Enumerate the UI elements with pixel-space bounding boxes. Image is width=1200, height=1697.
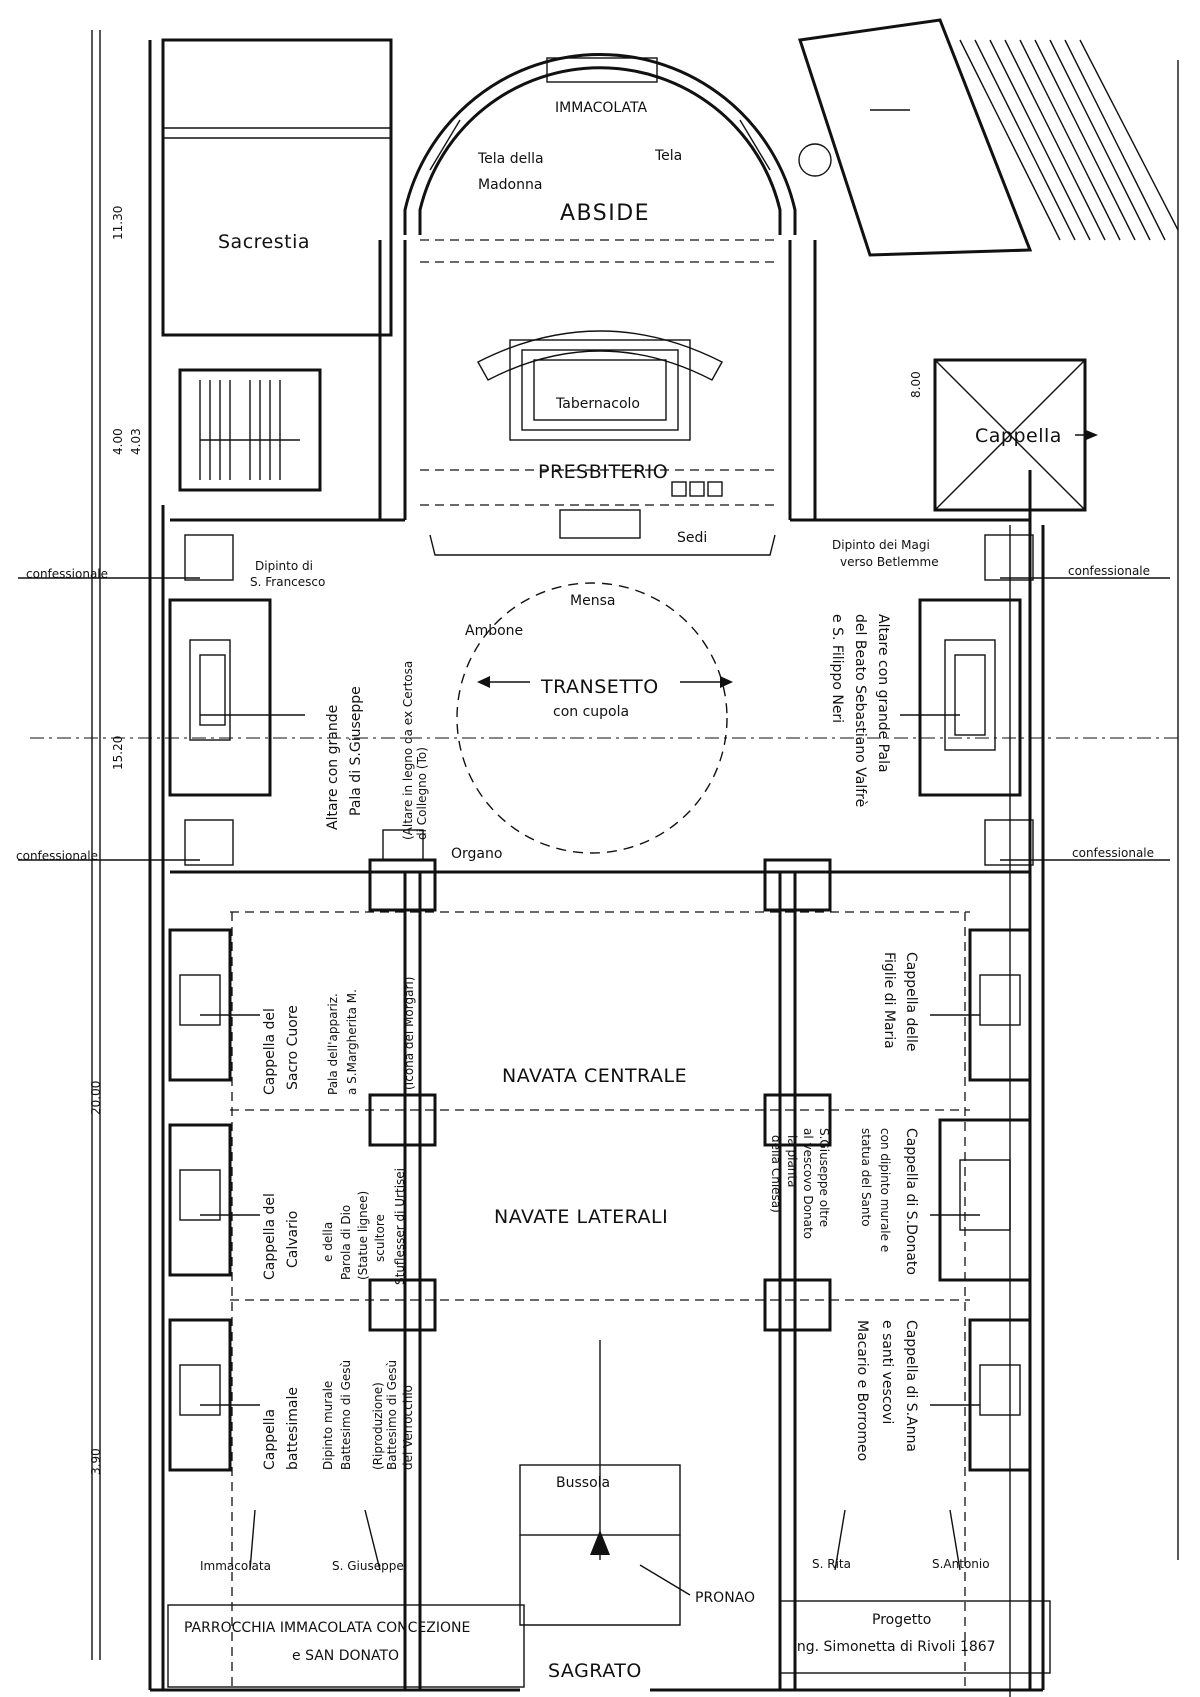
transept-title: TRANSETTO (540, 676, 659, 698)
chapel-right-2-extra-3: la pianta (785, 1135, 799, 1187)
confessional-label-bottom-right: confessionale (1072, 846, 1154, 860)
project-line-1: Progetto (872, 1612, 931, 1628)
chapel-right-2-extra-1: S.Giuseppe oltre (817, 1128, 831, 1227)
chapel-left-2-note-3: (Statue lignee) (356, 1191, 370, 1280)
statue-antonio-bottom: S.Antonio (932, 1557, 990, 1571)
labels: IMMACOLATA Tela della Madonna Tela ABSID… (16, 100, 1154, 1682)
confessional-label-bottom-left: confessionale (16, 849, 98, 863)
chapel-left-3-extra-1: (Riproduzione) (371, 1382, 385, 1470)
statue-rita-bottom: S. Rita (812, 1557, 851, 1571)
confessional-label-top-right: confessionale (1068, 564, 1150, 578)
title-line-1: PARROCCHIA IMMACOLATA CONCEZIONE (184, 1620, 470, 1636)
leader-lines (18, 577, 1170, 1596)
transept-altars (168, 534, 1034, 866)
dimension-11-30: 11.30 (111, 206, 125, 240)
statue-immacolata-bottom: Immacolata (200, 1559, 271, 1573)
chapel-left-2-extra-1: Stuflesser di Urtisei (393, 1168, 407, 1285)
sacristy-room (161, 38, 393, 337)
dimension-20-00: 20.00 (89, 1081, 103, 1115)
porch-label: PRONAO (695, 1590, 755, 1606)
chapel-right-1-name-2: Figlie di Maria (881, 952, 897, 1049)
churchyard-label: SAGRATO (548, 1660, 642, 1682)
title-block: PARROCCHIA IMMACOLATA CONCEZIONE e SAN D… (167, 1604, 525, 1688)
sacristy-label: Sacrestia (218, 231, 310, 253)
project-block: Progetto ing. Simonetta di Rivoli 1867 (779, 1600, 1051, 1674)
chapel-right-2-note-1: con dipinto murale e (878, 1128, 892, 1252)
altar-left-line-1: Altare con grande (325, 705, 341, 830)
chapel-left-3-name-1: Cappella (262, 1409, 278, 1470)
altar-table-label: Mensa (570, 593, 615, 609)
altar-left-line-2: Pala di S.Giuseppe (348, 686, 364, 816)
statue-immacolata-label: IMMACOLATA (555, 100, 647, 116)
chapel-left-2-note-4: scultore (373, 1214, 387, 1262)
painting-magi-line-1: Dipinto dei Magi (832, 538, 930, 552)
chapel-left-3-extra-2: Battesimo di Gesù (385, 1360, 399, 1470)
chapel-left-3-name-2: battesimale (285, 1387, 301, 1470)
dimension-3-90: 3.90 (89, 1448, 103, 1475)
presbytery (378, 240, 817, 556)
chapel-right-3-name-1: Cappella di S.Anna (903, 1320, 919, 1452)
painting-francis-line-1: Dipinto di (255, 559, 313, 573)
apse (403, 52, 797, 506)
chapel-left-3-extra-3: del Verrocchio (401, 1385, 415, 1470)
tabernacle-label: Tabernacolo (555, 396, 640, 412)
organ-label: Organo (451, 846, 502, 862)
right-chapel (933, 358, 1098, 512)
chapel-right-3-note-2: Macario e Borromeo (854, 1320, 870, 1461)
altar-right-line-2: del Beato Sebastiano Valfrè (852, 614, 868, 807)
entrance (519, 1340, 681, 1626)
chapel-right-2-note-2: statua del Santo (859, 1128, 873, 1227)
dimension-8-00: 8.00 (909, 371, 923, 398)
painting-left-line-1: Tela della (477, 151, 544, 167)
title-line-2: e SAN DONATO (292, 1648, 399, 1664)
altar-right-line-1: Altare con grande Pala (875, 614, 891, 773)
ambo-label: Ambone (465, 623, 523, 639)
chapel-left-2-note-1: e della (321, 1222, 335, 1262)
chapel-right-1-name-1: Cappella delle (903, 952, 919, 1051)
chapel-right-label: Cappella (975, 425, 1062, 447)
dimension-4-00: 4.00 (111, 428, 125, 455)
chapel-left-1-extra-1: (Icona del Morgari) (402, 977, 416, 1090)
altar-wood-line-2: di Collegno (To) (415, 747, 429, 840)
chapel-left-2-name-1: Cappella del (262, 1193, 278, 1280)
confessional-label-top-left: confessionale (26, 567, 108, 581)
chapel-left-2-name-2: Calvario (285, 1211, 301, 1268)
chapel-right-2-extra-2: al vescovo Donato (801, 1128, 815, 1239)
chapel-left-1-note-2: a S.Margherita M. (345, 989, 359, 1095)
painting-francis-line-2: S. Francesco (250, 575, 325, 589)
altar-right-line-3: e S. Filippo Neri (829, 614, 845, 723)
painting-magi-line-2: verso Betlemme (840, 555, 939, 569)
chapel-left-3-note-2: Battesimo di Gesù (339, 1360, 353, 1470)
side-chapel-niches (168, 928, 1032, 1472)
project-line-2: ing. Simonetta di Rivoli 1867 (793, 1639, 996, 1655)
presbytery-title: PRESBITERIO (538, 461, 668, 483)
chapel-left-1-note-1: Pala dell'appariz. (326, 993, 340, 1095)
vestibule-label: Bussola (556, 1475, 610, 1491)
painting-right-label: Tela (654, 148, 682, 164)
chapel-right-2-name-1: Cappella di S.Donato (903, 1128, 919, 1275)
transept-dome (30, 582, 1178, 854)
nave-structure (230, 858, 970, 1690)
chapel-right-2-extra-4: della Chiesa) (769, 1135, 783, 1213)
dimension-15-20: 15.20 (111, 736, 125, 770)
apse-title: ABSIDE (560, 201, 650, 226)
central-nave-label: NAVATA CENTRALE (502, 1065, 687, 1087)
adjacent-building (798, 18, 1179, 257)
altar-wood-line-1: (Altare in legno da ex Certosa (401, 661, 415, 840)
transept-subtitle: con cupola (553, 704, 629, 720)
chapel-left-1-name-2: Sacro Cuore (285, 1005, 301, 1090)
chapel-right-3-note-1: e santi vescovi (879, 1320, 895, 1424)
chapel-left-1-name-1: Cappella del (262, 1008, 278, 1095)
dimension-4-03: 4.03 (129, 428, 143, 455)
seats-label: Sedi (677, 530, 707, 546)
stairwell (178, 368, 322, 492)
lateral-naves-label: NAVATE LATERALI (494, 1206, 668, 1228)
painting-left-line-2: Madonna (478, 177, 542, 193)
chapel-left-3-note-1: Dipinto murale (321, 1381, 335, 1470)
statue-giuseppe-bottom: S. Giuseppe (332, 1559, 404, 1573)
chapel-left-2-note-2: Parola di Dio (339, 1205, 353, 1280)
site-boundary (91, 30, 1179, 1697)
